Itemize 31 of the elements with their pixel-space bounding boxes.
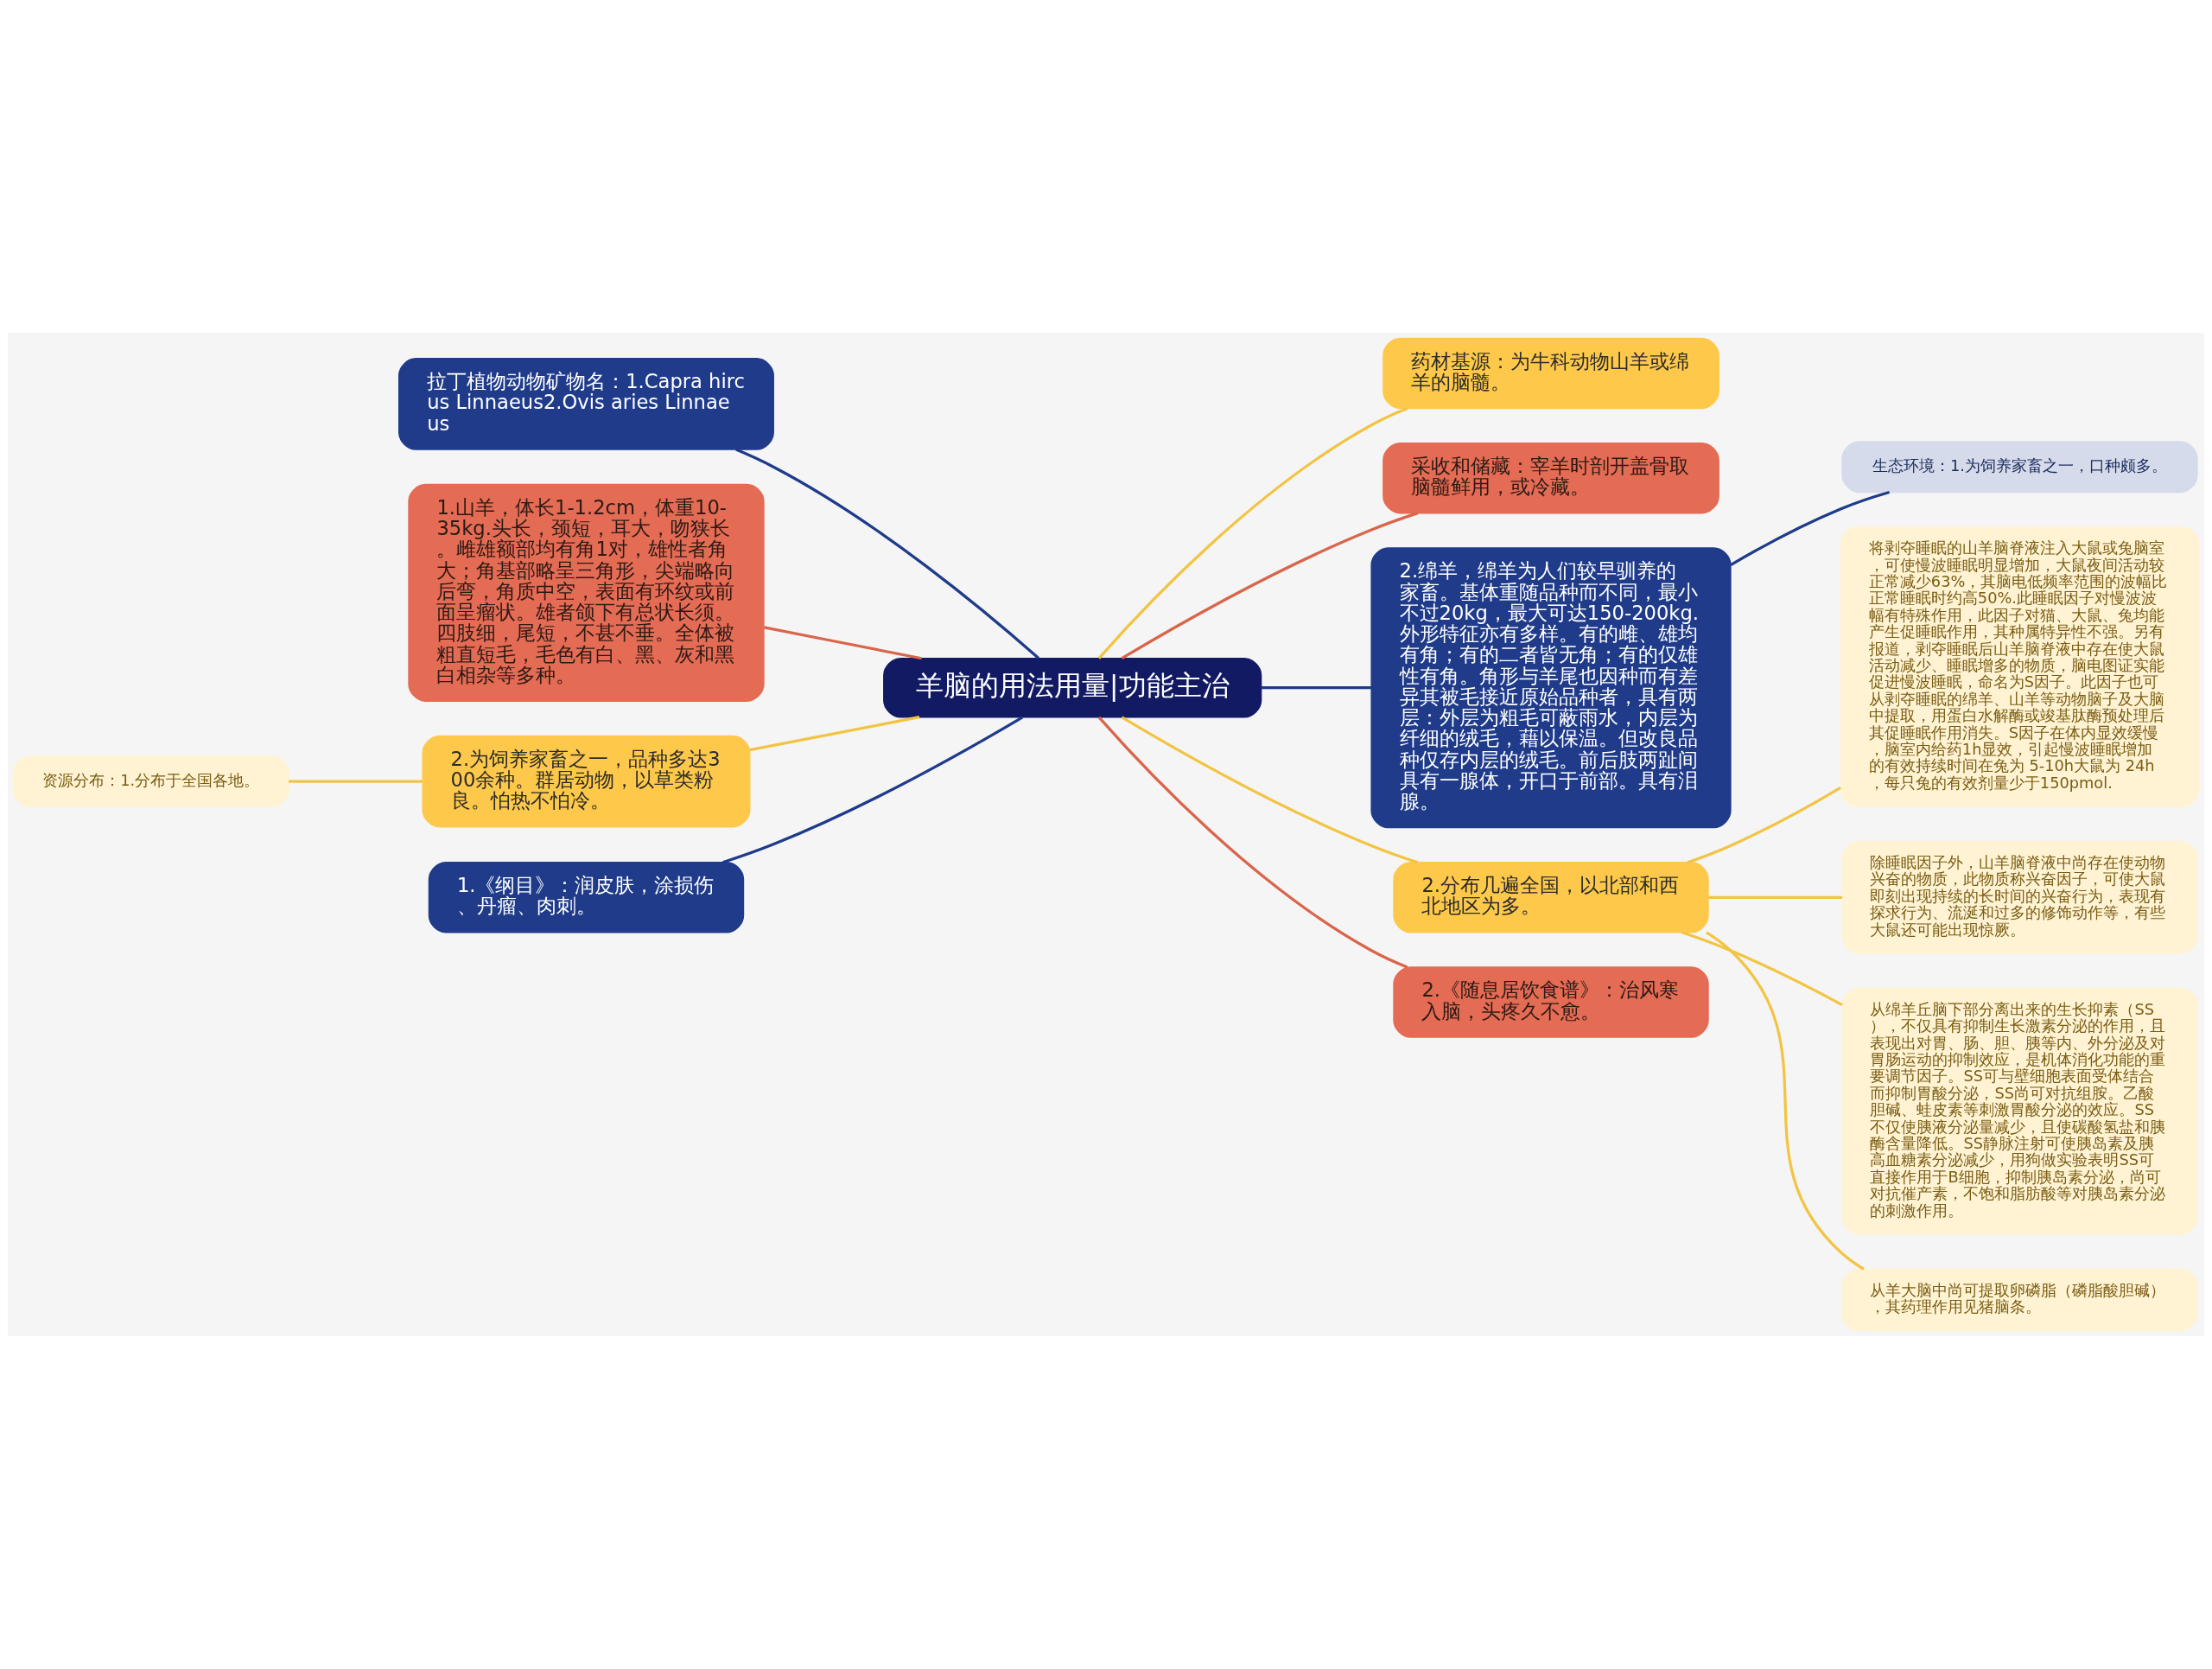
connector: [749, 716, 920, 752]
node-box: 药材基源：为牛科动物山羊或绵羊的脑髓。: [1382, 337, 1719, 410]
node-box: 2.《随息居饮食谱》：治风寒入脑，头疼久不愈。: [1393, 966, 1709, 1038]
connector: [764, 626, 922, 660]
connector: [289, 780, 423, 783]
connector: [1681, 931, 1843, 1007]
node-box: 采收和储藏：宰羊时剖开盖骨取脑髓鲜用，或冷藏。: [1382, 442, 1719, 514]
connector: [1121, 512, 1419, 660]
node-box: 拉丁植物动物矿物名：1.Capra hircus Linnaeus2.Ovis aries Linnaeus: [398, 358, 774, 450]
node-box: 2.分布几遍全国，以北部和西北地区为多。: [1393, 862, 1709, 933]
node-box: 生态环境：1.为饲养家畜之一，口种颇多。: [1841, 441, 2198, 494]
connector: [1261, 686, 1372, 690]
connector: [721, 716, 1024, 864]
connector: [1687, 786, 1841, 864]
node-box: 2.为饲养家畜之一，品种多达300余种。群居动物，以草类粉良。怕热不怕冷。: [422, 735, 751, 828]
node-box: 将剥夺睡眠的山羊脑脊液注入大鼠或兔脑室，可使慢波睡眠明显增加，大鼠夜间活动较正常减少63%，其脑电低频率范围的波幅比正常睡眠时约高50%.此睡眠因子对慢波波幅有特殊作用，此因子对猫、大鼠、兔均能产生促睡眠作用，其种属特异性不强。另有报道，剥夺睡眠后山羊脑脊液中存在使大鼠活动减少、睡眠增多的物质，脑电图证实能促进慢波睡眠，命名为S因子。此因子也可从剥夺睡眠的绵羊、山羊等动物脑子及大脑中提取，用蛋白水解酶或竣基肽酶预处理后其促睡眠作用消失。S因子在体内显效缓慢，脑室内给药1h显效，引起慢波睡眠增加的有效持续时间在兔为 5-10h大鼠为 24h，每只兔的有效剂量少于150pmol.: [1840, 526, 2200, 807]
node-box: 1.《纲目》：润皮肤，涂损伤、丹瘤、肉刺。: [428, 862, 745, 933]
connector: [1097, 716, 1408, 969]
connector: [1706, 931, 1865, 1271]
node-box: 从绵羊丘脑下部分离出来的生长抑素（SS），不仅具有抑制生长激素分泌的作用，且表现出对胃、肠、胆、胰等内、外分泌及对胃肠运动的抑制效应，是机体消化功能的重要调节因子。SS可与壁细胞表面受体结合而抑制胃酸分泌，SS尚可对抗组胺。乙酸胆碱、蛙皮素等刺激胃酸分泌的效应。SS不仅使胰液分泌量减少，且使碳酸氢盐和胰酶含量降低。SS静脉注射可使胰岛素及胰高血糖素分泌减少，用狗做实验表明SS可直接作用于B细胞，抑制胰岛素分泌，尚可对抗催产素，不饱和脂肪酸等对胰岛素分泌的刺激作用。: [1841, 987, 2198, 1235]
connector: [735, 448, 1040, 659]
node-box: 从羊大脑中尚可提取卵磷脂（磷脂酸胆碱），其药理作用见猪脑条。: [1841, 1268, 2198, 1332]
connector: [1121, 716, 1419, 864]
connector: [1730, 490, 1891, 566]
node-box: 2.绵羊，绵羊为人们较早驯养的家畜。基体重随品种而不同，最小不过20kg，最大可达150-200kg.外形特征亦有多样。有的雌、雄均有角；有的二者皆无角；有的仅雄性有角。角形与羊尾也因种而有差异其被毛接近原始品种者，具有两层：外层为粗毛可蔽雨水，内层为纤细的绒毛，藉以保温。但改良品种仅存内层的绒毛。前后肢两趾间具有一腺体，开口于前部。具有泪腺。: [1370, 547, 1732, 829]
node-box: 羊脑的用法用量|功能主治: [883, 657, 1262, 718]
node-box: 除睡眠因子外，山羊脑脊液中尚存在使动物兴奋的物质，此物质称兴奋因子，可使大鼠即刻出现持续的长时间的兴奋行为，表现有探求行为、流涎和过多的修饰动作等，有些大鼠还可能出现惊厥。: [1841, 840, 2198, 954]
connector: [1097, 406, 1408, 659]
node-box: 资源分布：1.分布于全国各地。: [12, 755, 289, 807]
node-box: 1.山羊，体长1-1.2cm，体重10-35kg.头长，颈短，耳大，吻狭长。雌雄额部均有角1对，雄性者角大；角基部略呈三角形，尖端略向后弯，角质中空，表面有环纹或前面呈瘤状。雄者颌下有总状长须。四肢细，尾短，不甚不垂。全体被粗直短毛，毛色有白、黑、灰和黑白相杂等多种。: [408, 483, 765, 702]
connector: [1707, 895, 1843, 899]
